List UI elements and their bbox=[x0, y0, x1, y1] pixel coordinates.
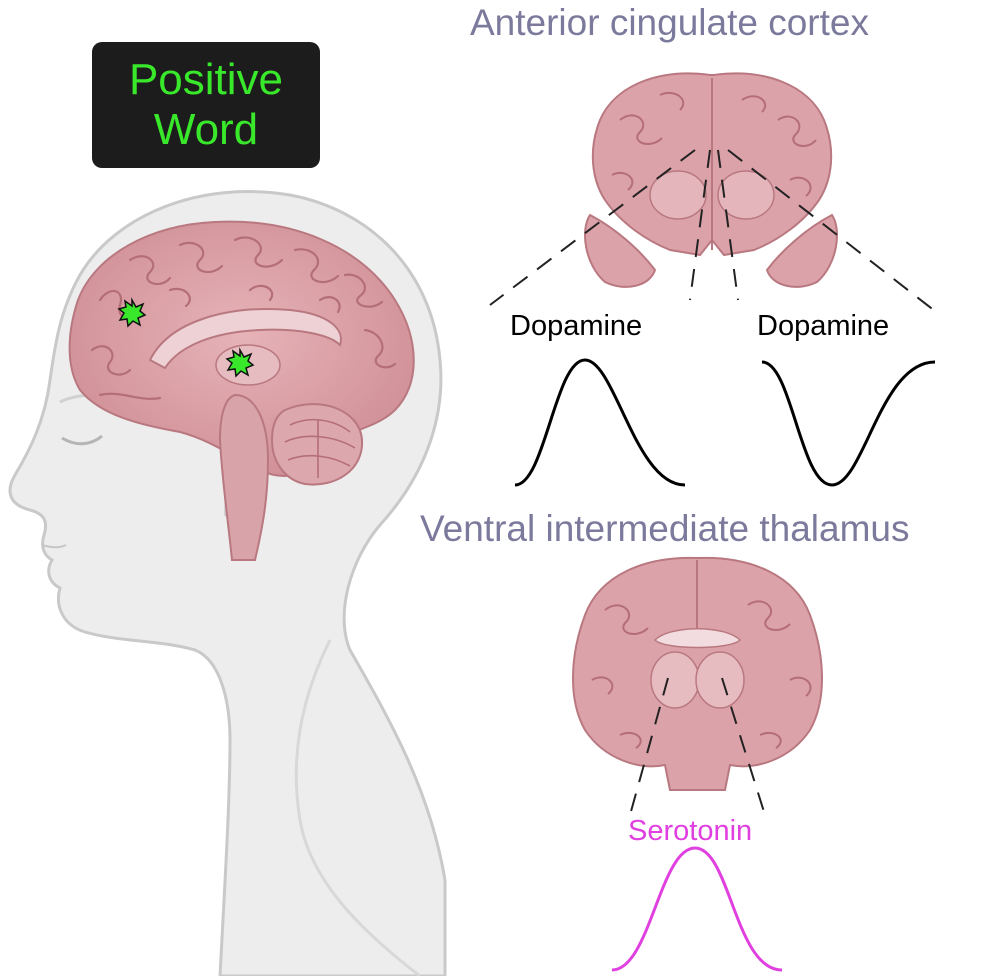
region-title-bottom: Ventral intermediate thalamus bbox=[420, 508, 910, 549]
starburst-marker-icon bbox=[117, 297, 147, 328]
signal-label-left: Dopamine bbox=[510, 310, 643, 342]
signal-label-right: Dopamine bbox=[757, 310, 890, 342]
sagittal-brain-icon bbox=[68, 220, 415, 561]
region-title-top: Anterior cingulate cortex bbox=[470, 2, 869, 43]
projection-lines-bottom bbox=[629, 677, 766, 816]
coronal-brain-section-bottom-icon bbox=[572, 556, 823, 791]
starburst-marker-icon bbox=[225, 347, 255, 378]
signal-label-bottom: Serotonin bbox=[628, 815, 753, 847]
projection-lines-top bbox=[489, 149, 941, 316]
stimulus-word-box: Positive Word bbox=[92, 42, 320, 168]
stimulus-word-line1: Positive bbox=[128, 55, 284, 104]
dopamine-dip-curve bbox=[761, 360, 936, 487]
coronal-brain-section-top-icon bbox=[584, 72, 838, 288]
serotonin-peak-curve bbox=[611, 846, 783, 972]
stimulus-word-line2: Word bbox=[153, 105, 259, 154]
dopamine-peak-curve bbox=[514, 358, 686, 487]
